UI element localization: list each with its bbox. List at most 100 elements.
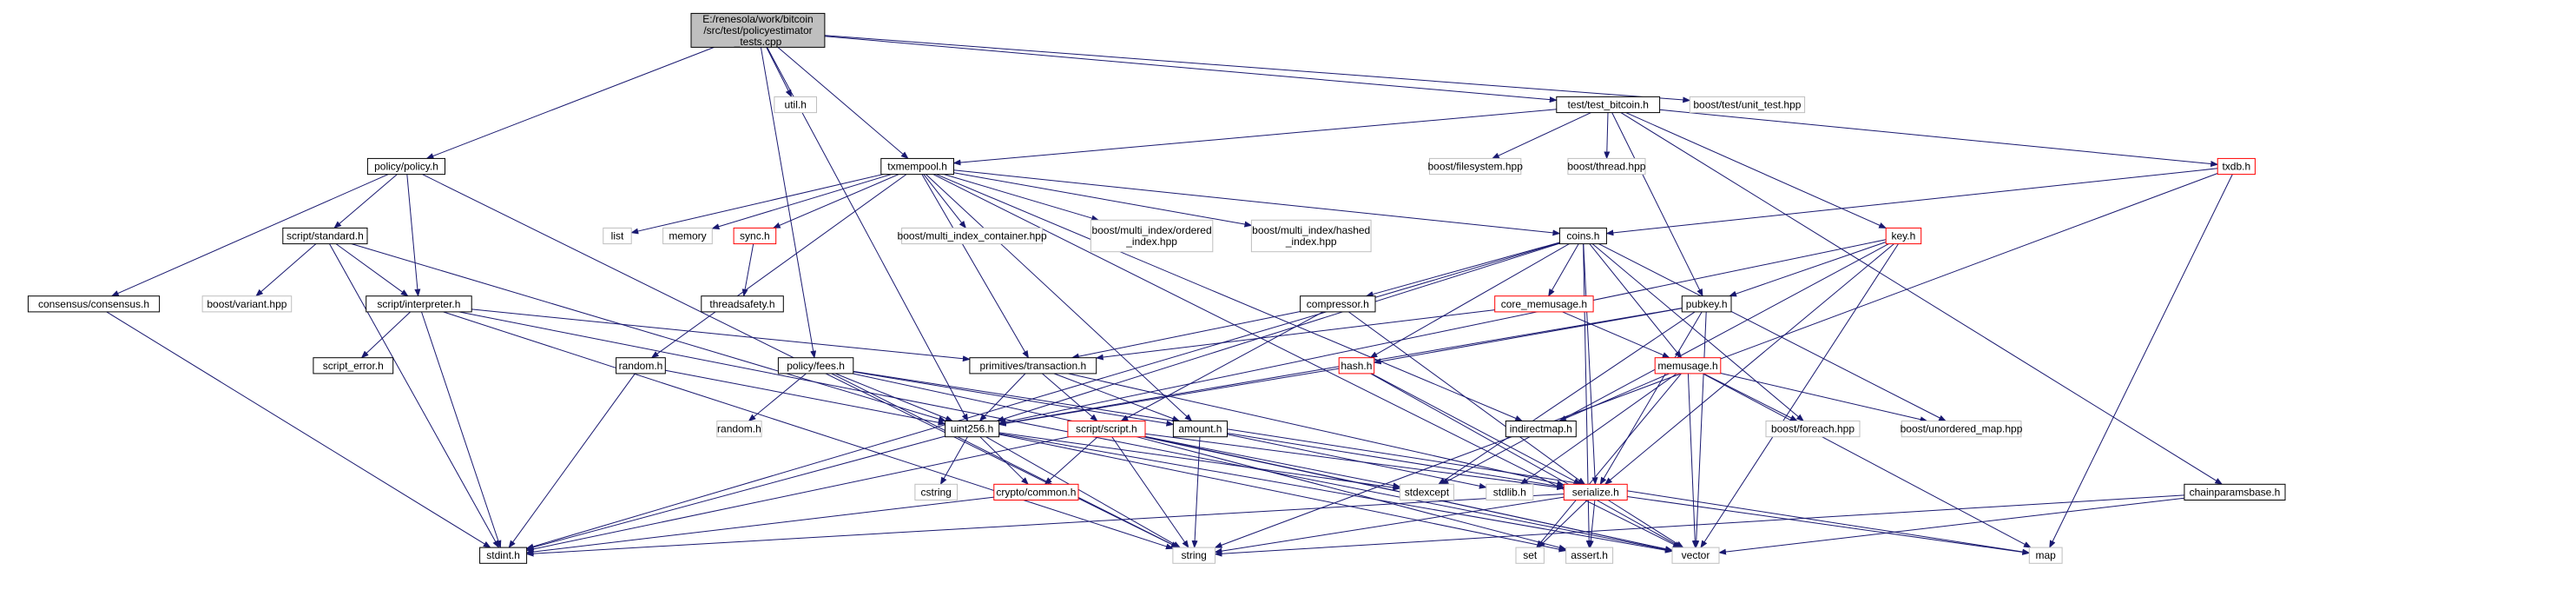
- node-box: [969, 357, 1097, 375]
- node-compressor-h[interactable]: compressor.h: [1300, 295, 1376, 313]
- node-label: boost/variant.hpp: [207, 298, 287, 310]
- edge-policy_fees_h-to-map: [853, 370, 2031, 555]
- node-hash-h[interactable]: hash.h: [1338, 357, 1375, 375]
- edge-root-to-util_h: [766, 47, 793, 98]
- node-label: policy/policy.h: [374, 161, 438, 173]
- edge-coins_h-to-assert_h: [1583, 243, 1592, 549]
- node-box: [880, 157, 954, 176]
- node-box: [313, 357, 394, 375]
- node-box: [366, 295, 472, 313]
- node-label: test/test_bitcoin.h: [1568, 99, 1649, 111]
- node-string: string: [1172, 547, 1216, 564]
- node-label: boost/multi_index_container.hpp: [898, 230, 1047, 242]
- edge-policy_h-to-script_standard_h: [333, 174, 398, 229]
- node-test-bitcoin-h[interactable]: test/test_bitcoin.h: [1556, 96, 1661, 114]
- node-cstring: cstring: [914, 483, 959, 501]
- edge-script_interpreter_h-to-vector: [458, 311, 1673, 553]
- node-core-memusage-h[interactable]: core_memusage.h: [1494, 295, 1594, 313]
- node-box: [914, 483, 959, 501]
- node-set: set: [1515, 547, 1545, 564]
- node-random-h[interactable]: random.h: [616, 357, 666, 375]
- edge-crypto_common_h-to-stdint_h: [525, 496, 994, 555]
- edge-test_bitcoin_h-to-txmempool_h: [952, 109, 1557, 166]
- node-label: script_error.h: [323, 360, 384, 372]
- node-box: [1300, 295, 1376, 313]
- node-box: [1515, 547, 1545, 564]
- node-label: policy/fees.h: [787, 360, 845, 372]
- node-label: boost/filesystem.hpp: [1428, 161, 1524, 173]
- node-coins-h[interactable]: coins.h: [1558, 227, 1607, 245]
- node-box: [479, 547, 528, 564]
- edge-sync_h-to-threadsafety_h: [741, 243, 754, 297]
- edge-txmempool_h-to-coins_h: [953, 169, 1561, 236]
- node-boost-mi-ordered: boost/multi_index/ordered_index.hpp: [1090, 219, 1214, 253]
- node-sync-h[interactable]: sync.h: [733, 227, 777, 245]
- edge-test_bitcoin_h-to-boost_thread: [1604, 112, 1611, 160]
- node-chainparamsbase-h[interactable]: chainparamsbase.h: [2184, 483, 2286, 501]
- node-script-standard-h[interactable]: script/standard.h: [282, 227, 368, 245]
- node-policy-fees-h[interactable]: policy/fees.h: [777, 357, 854, 375]
- edge-coins_h-to-memusage_h: [1589, 243, 1683, 359]
- edge-key_h-to-pubkey_h: [1729, 242, 1887, 297]
- edge-uint256_h-to-assert_h: [998, 434, 1567, 553]
- edge-primitives_transaction_h-to-amount_h: [1053, 373, 1181, 421]
- edge-script_script_h-to-stdexcept: [1144, 435, 1401, 489]
- edge-random_h-to-uint256_h: [665, 369, 946, 426]
- node-label: boost/multi_index/ordered: [1092, 224, 1212, 236]
- edge-txmempool_h-to-boost_mi_container: [923, 174, 967, 229]
- edge-test_bitcoin_h-to-chainparamsbase_h: [1620, 112, 2224, 485]
- node-label: stdlib.h: [1493, 486, 1526, 498]
- node-box: [1429, 157, 1522, 176]
- node-box: [1486, 483, 1534, 501]
- node-txmempool-h[interactable]: txmempool.h: [880, 157, 954, 176]
- node-policy-h[interactable]: policy/policy.h: [366, 157, 445, 176]
- node-amount-h[interactable]: amount.h: [1172, 421, 1229, 438]
- edge-txmempool_h-to-amount_h: [926, 174, 1193, 422]
- node-root[interactable]: E:/renesola/work/bitcoin/src/test/policy…: [690, 12, 826, 48]
- node-label: script/interpreter.h: [377, 298, 460, 310]
- node-indirectmap-h[interactable]: indirectmap.h: [1505, 421, 1577, 438]
- node-serialize-h[interactable]: serialize.h: [1563, 483, 1628, 501]
- node-boost-unit-test: boost/test/unit_test.hpp: [1689, 96, 1806, 114]
- node-script-script-h[interactable]: script/script.h: [1067, 421, 1146, 438]
- node-label: stdexcept: [1405, 486, 1450, 498]
- edge-script_script_h-to-stdint_h: [525, 436, 1070, 553]
- node-threadsafety-h[interactable]: threadsafety.h: [701, 295, 784, 313]
- edge-compressor_h-to-serialize_h: [1348, 311, 1586, 485]
- node-assert-h: assert.h: [1565, 547, 1614, 564]
- node-box: [1558, 227, 1607, 245]
- edge-core_memusage_h-to-memusage_h: [1562, 311, 1670, 359]
- node-stdint-h[interactable]: stdint.h: [479, 547, 528, 564]
- node-pubkey-h[interactable]: pubkey.h: [1681, 295, 1732, 313]
- node-label: serialize.h: [1572, 486, 1619, 498]
- edge-random_h-to-stdint_h: [508, 373, 636, 548]
- node-box: [716, 421, 762, 438]
- node-box: [1563, 483, 1628, 501]
- edge-policy_fees_h-to-uint256_h: [834, 373, 954, 421]
- edge-txmempool_h-to-boost_mi_hashed: [953, 172, 1253, 228]
- node-box: [1505, 421, 1577, 438]
- edge-serialize_h-to-set: [1537, 500, 1588, 548]
- node-box: [1671, 547, 1720, 564]
- node-script-error-h[interactable]: script_error.h: [313, 357, 394, 375]
- node-label: chainparamsbase.h: [2190, 486, 2281, 498]
- edge-core_memusage_h-to-primitives_transaction_h: [1095, 309, 1495, 361]
- node-box: [690, 12, 826, 48]
- edge-key_h-to-vector: [1700, 243, 1899, 548]
- node-label: memusage.h: [1657, 360, 1717, 372]
- node-memusage-h[interactable]: memusage.h: [1654, 357, 1722, 375]
- node-label: string: [1182, 549, 1207, 561]
- node-crypto-common-h[interactable]: crypto/common.h: [993, 483, 1079, 501]
- node-box: [366, 157, 445, 176]
- node-primitives-transaction-h[interactable]: primitives/transaction.h: [969, 357, 1097, 375]
- edge-script_script_h-to-crypto_common_h: [1044, 436, 1098, 485]
- node-script-interpreter-h[interactable]: script/interpreter.h: [366, 295, 472, 313]
- node-consensus-h[interactable]: consensus/consensus.h: [27, 295, 161, 313]
- edge-root-to-policy_h: [425, 46, 715, 159]
- node-txdb-h[interactable]: txdb.h: [2217, 157, 2256, 176]
- edge-policy_h-to-consensus_h: [110, 174, 389, 297]
- edge-root-to-test_bitcoin_h: [824, 36, 1558, 103]
- node-uint256-h[interactable]: uint256.h: [945, 421, 1000, 438]
- node-key-h[interactable]: key.h: [1885, 227, 1922, 245]
